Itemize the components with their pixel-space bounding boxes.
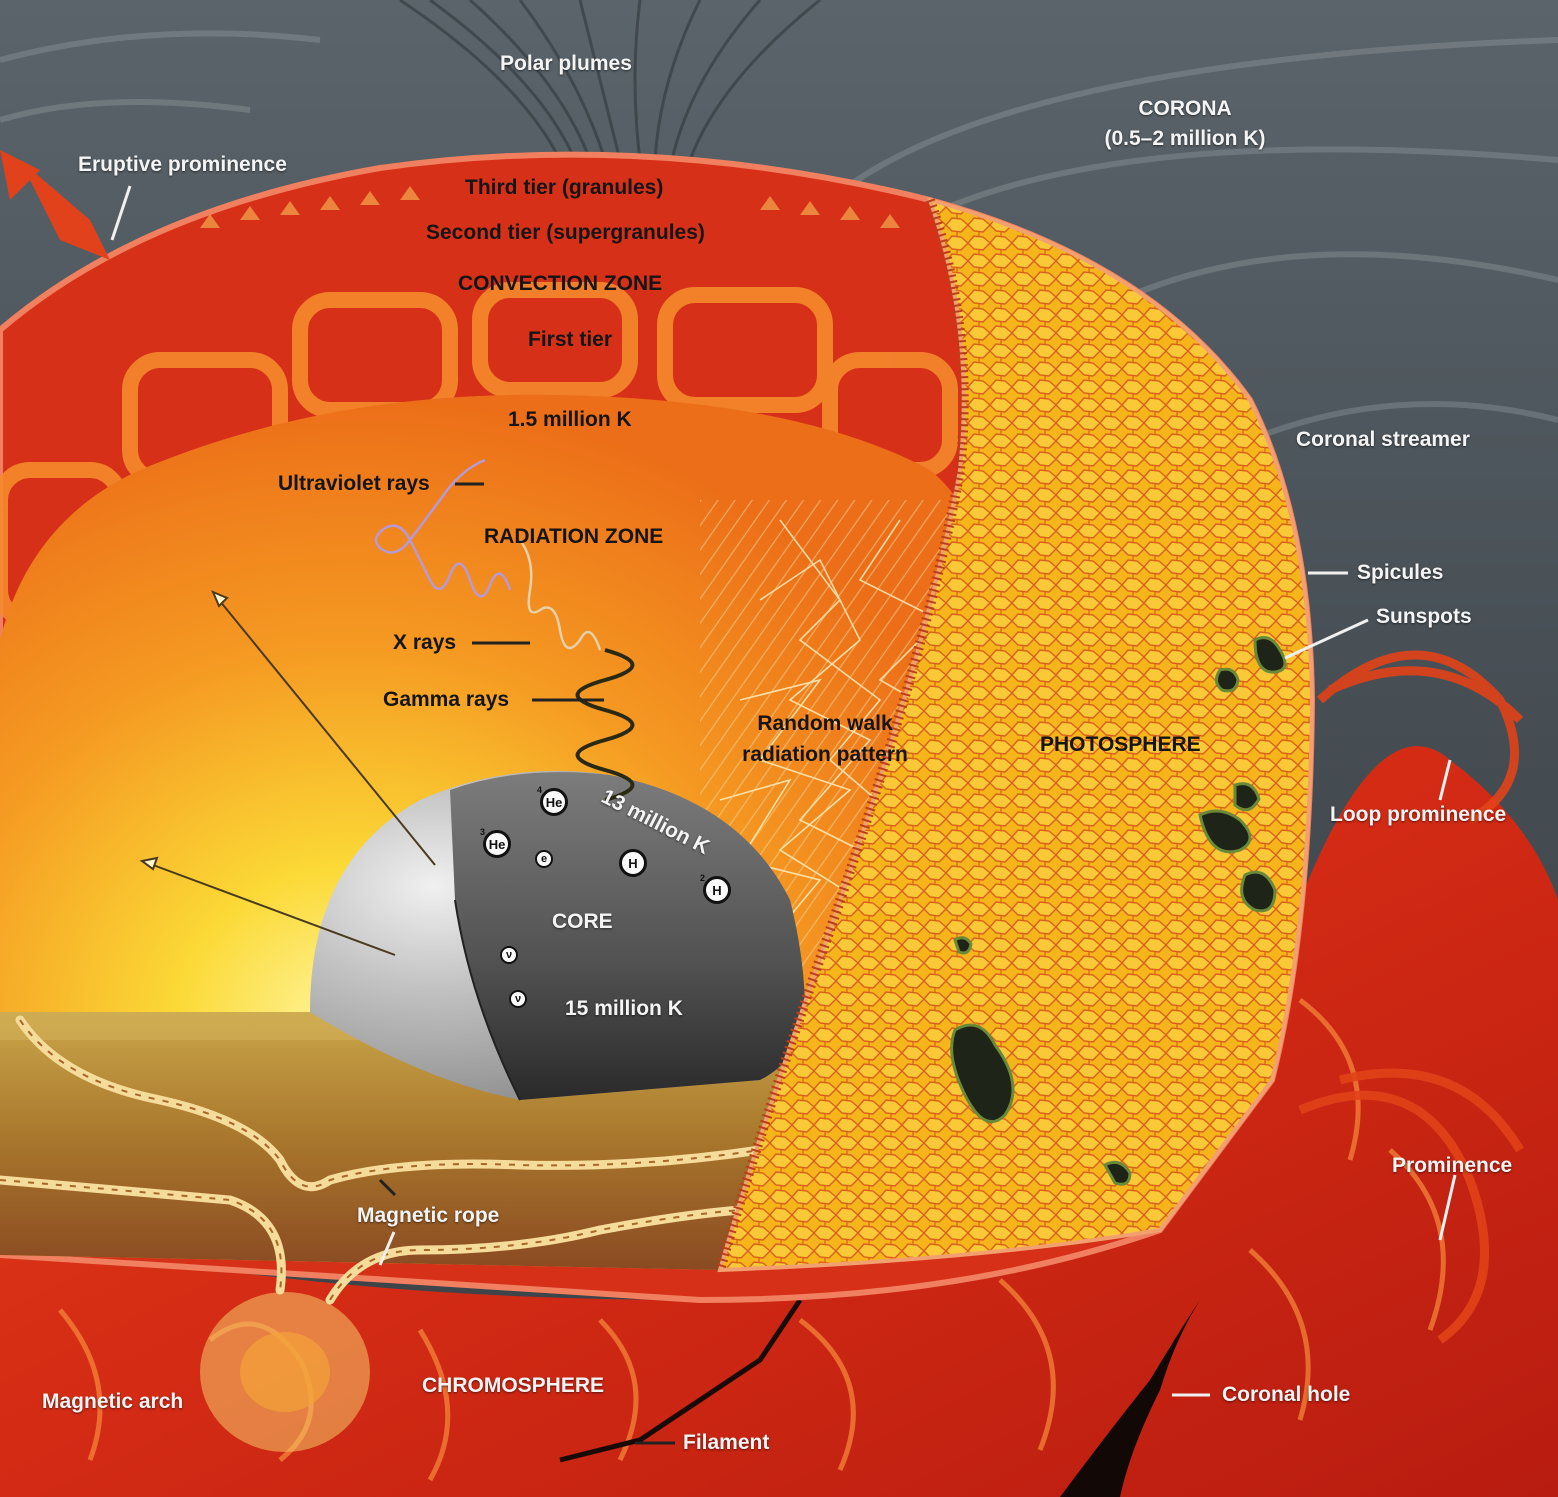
core-label: CORE — [552, 910, 613, 933]
eruptive-prominence-label: Eruptive prominence — [78, 153, 287, 176]
corona-label: CORONA — [1138, 97, 1232, 120]
radiation-pattern-label: radiation pattern — [742, 743, 908, 766]
third-tier-label: Third tier (granules) — [465, 176, 664, 199]
neutrino-particle-1: ν — [500, 946, 518, 964]
coronal-hole-label: Coronal hole — [1222, 1383, 1351, 1406]
random-walk-label: Random walk — [757, 712, 893, 735]
photosphere-label: PHOTOSPHERE — [1040, 733, 1201, 756]
temperature-1-5-label: 1.5 million K — [508, 408, 632, 431]
x-rays-label: X rays — [393, 631, 457, 654]
loop-prominence-label: Loop prominence — [1330, 803, 1507, 826]
filament-label: Filament — [683, 1431, 770, 1454]
coronal-streamer-label: Coronal streamer — [1296, 428, 1470, 451]
convection-zone-label: CONVECTION ZONE — [458, 272, 663, 295]
temperature-15-label: 15 million K — [565, 997, 683, 1020]
polar-plumes-label: Polar plumes — [500, 52, 632, 75]
electron-particle: e — [535, 850, 553, 868]
prominence-label: Prominence — [1392, 1154, 1513, 1177]
chromosphere-label: CHROMOSPHERE — [422, 1374, 605, 1397]
first-tier-label: First tier — [528, 328, 613, 351]
sunspots-label: Sunspots — [1376, 605, 1472, 628]
magnetic-arch-label: Magnetic arch — [42, 1390, 184, 1413]
hydrogen-particle: H — [619, 849, 647, 877]
ultraviolet-rays-label: Ultraviolet rays — [278, 472, 430, 495]
magnetic-rope-label: Magnetic rope — [357, 1204, 500, 1227]
gamma-rays-label: Gamma rays — [383, 688, 510, 711]
spicules-label: Spicules — [1357, 561, 1444, 584]
second-tier-label: Second tier (supergranules) — [426, 221, 705, 244]
corona-temperature-label: (0.5–2 million K) — [1104, 127, 1266, 150]
neutrino-particle-2: ν — [509, 990, 527, 1008]
radiation-zone-label: RADIATION ZONE — [484, 525, 664, 548]
